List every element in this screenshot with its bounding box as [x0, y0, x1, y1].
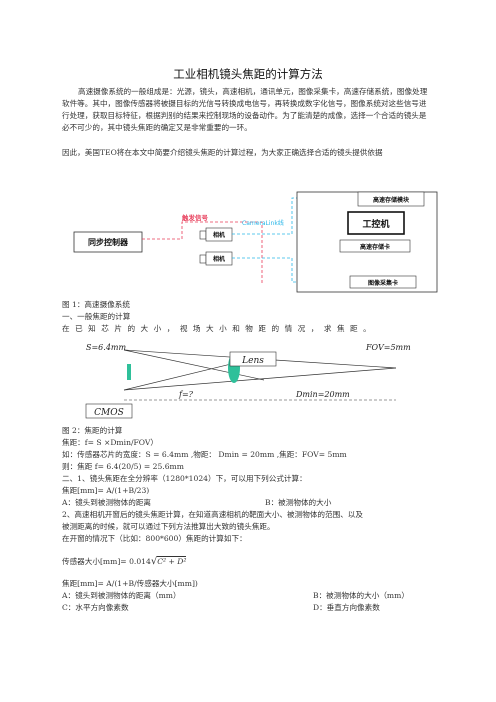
intro-paragraph: 高速摄像系统的一般组成是：光源，镜头，高速相机，通讯单元，图像采集卡，高速存储系… — [62, 87, 428, 132]
cmos-label-box — [85, 403, 133, 419]
legend-2-a: A：镜头到被测物体的距离（mm） — [62, 591, 181, 600]
capture-card-box — [349, 275, 417, 289]
figure-system-diagram: 同步控制器 触发信号 相机 相机 CameraLink线 高速存储模块 工控机 … — [73, 191, 438, 293]
page-title: 工业相机镜头焦距的计算方法 — [173, 67, 323, 81]
item-2-line-2: 被测距离的时候，就可以通过下列方法推算出大致的镜头焦距。 — [62, 522, 275, 531]
figure-2-caption: 图 2：焦距的计算 — [62, 426, 123, 435]
trigger-line — [142, 221, 263, 285]
section-1-intro: 在已知芯片的大小，视场大小和物距的情况，求焦距。 — [62, 324, 377, 333]
section-2-heading: 二、1、镜头焦距在全分辨率（1280*1024）下，可以用下列公式计算： — [62, 474, 307, 483]
item-2-line-1: 2、高速相机开窗后的镜头焦距计算，在知道高速相机的靶面大小、被测物体的范围、以及 — [62, 510, 363, 519]
focal-label: f=? — [178, 390, 194, 399]
legend-2-c: C：水平方向像素数 — [62, 603, 129, 612]
storage-card-box — [339, 239, 411, 253]
figure-focal-diagram: Lens S=6.4mm FOV=5mm CMOS f=? Dmin=20mm — [85, 343, 411, 419]
camera-1-box — [205, 227, 233, 242]
legend-a: A：镜头到被测物体的距离 — [62, 498, 152, 507]
camera-1-lens — [199, 230, 207, 240]
storage-module-label: 高速存储模块 — [373, 196, 410, 204]
item-2-line-3: 在开窗的情况下（比如：800*600）焦距的计算如下： — [62, 534, 247, 543]
camera-1-label: 相机 — [213, 231, 225, 239]
capture-card-label: 图像采集卡 — [368, 279, 398, 287]
trigger-label: 触发信号 — [181, 213, 209, 222]
sync-controller-box — [73, 231, 143, 253]
sqrt-sign: √ — [150, 556, 158, 567]
legend-2-d: D：垂直方向像素数 — [313, 603, 380, 612]
storage-card-label: 高速存储卡 — [360, 243, 390, 251]
sensor-size-label: S=6.4mm — [86, 343, 126, 352]
focal-formula: 焦距：f= S ×Dmin/FOV） — [62, 438, 158, 447]
camera-2-lens — [199, 254, 207, 264]
figure-1-caption: 图 1：高速摄像系统 — [62, 300, 130, 309]
ipc-label: 工控机 — [362, 218, 389, 230]
lens-label-box — [229, 351, 277, 367]
section-1-heading: 一、一般焦距的计算 — [62, 312, 131, 321]
cmos-sensor — [127, 364, 131, 380]
formula-full-resolution: 焦距[mm]= A/(1+B/23) — [62, 486, 150, 495]
distance-label: Dmin=20mm — [295, 390, 350, 399]
camera-2-label: 相机 — [213, 255, 225, 263]
sensor-size-formula: 传感器大小[mm]= 0.014√C² + D² — [62, 556, 187, 567]
legend-b: B：被测物体的大小 — [265, 498, 332, 507]
cameralink-label: CameraLink线 — [242, 219, 284, 227]
camera-2-box — [205, 251, 233, 266]
lens-label: Lens — [241, 356, 264, 366]
cmos-label: CMOS — [94, 408, 124, 418]
ray-cross-1 — [123, 349, 265, 381]
known-values: 如：传感器芯片的宽度：S = 6.4mm ,物距： Dmin = 20mm ,焦… — [62, 450, 347, 459]
ipc-box — [347, 211, 405, 235]
storage-module-box — [357, 191, 425, 207]
focal-result: 则：焦距 f= 6.4(20/5) = 25.6mm — [62, 462, 184, 471]
sync-controller-label: 同步控制器 — [88, 237, 129, 247]
legend-2-b: B：被测物体的大小（mm） — [313, 591, 409, 600]
cameralink-line-1 — [232, 197, 358, 235]
focal-formula-windowed: 焦距[mm]= A/(1+B/传感器大小[mm]) — [62, 579, 198, 588]
intro-paragraph-2: 因此，美国TEO将在本文中简要介绍镜头焦距的计算过程，为大家正确选择合适的镜头提… — [62, 148, 383, 157]
fov-label: FOV=5mm — [365, 343, 411, 352]
sensor-formula-left: 传感器大小[mm]= 0.014 — [62, 557, 151, 566]
sensor-formula-sqrt: C² + D² — [157, 556, 187, 566]
